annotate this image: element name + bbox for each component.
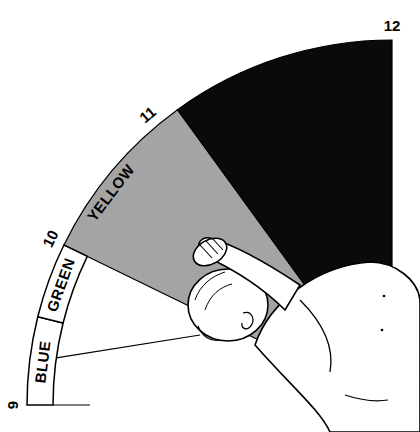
finger-lines [200, 238, 223, 258]
person-ear [242, 312, 253, 328]
person-arm [199, 238, 300, 310]
clock-number: 10 [40, 228, 62, 250]
sight-line [56, 335, 200, 358]
dial-band: GREEN [38, 250, 84, 319]
green-band-outline [38, 245, 88, 323]
shirt-dot [381, 329, 384, 332]
clasped-hands [188, 233, 231, 272]
base-line [53, 404, 90, 405]
person-face [198, 326, 220, 340]
shirt-dot [383, 295, 386, 298]
clock-number: 11 [137, 103, 160, 126]
blue-band-outline [27, 317, 63, 405]
band-label: BLUE [32, 340, 54, 385]
shirt-fold [345, 395, 388, 401]
clock-number: 9 [5, 401, 22, 409]
sleeve-seam [300, 300, 331, 372]
clock-number: 12 [384, 18, 401, 35]
band-label: GREEN [44, 256, 79, 314]
person-hair [195, 272, 232, 310]
